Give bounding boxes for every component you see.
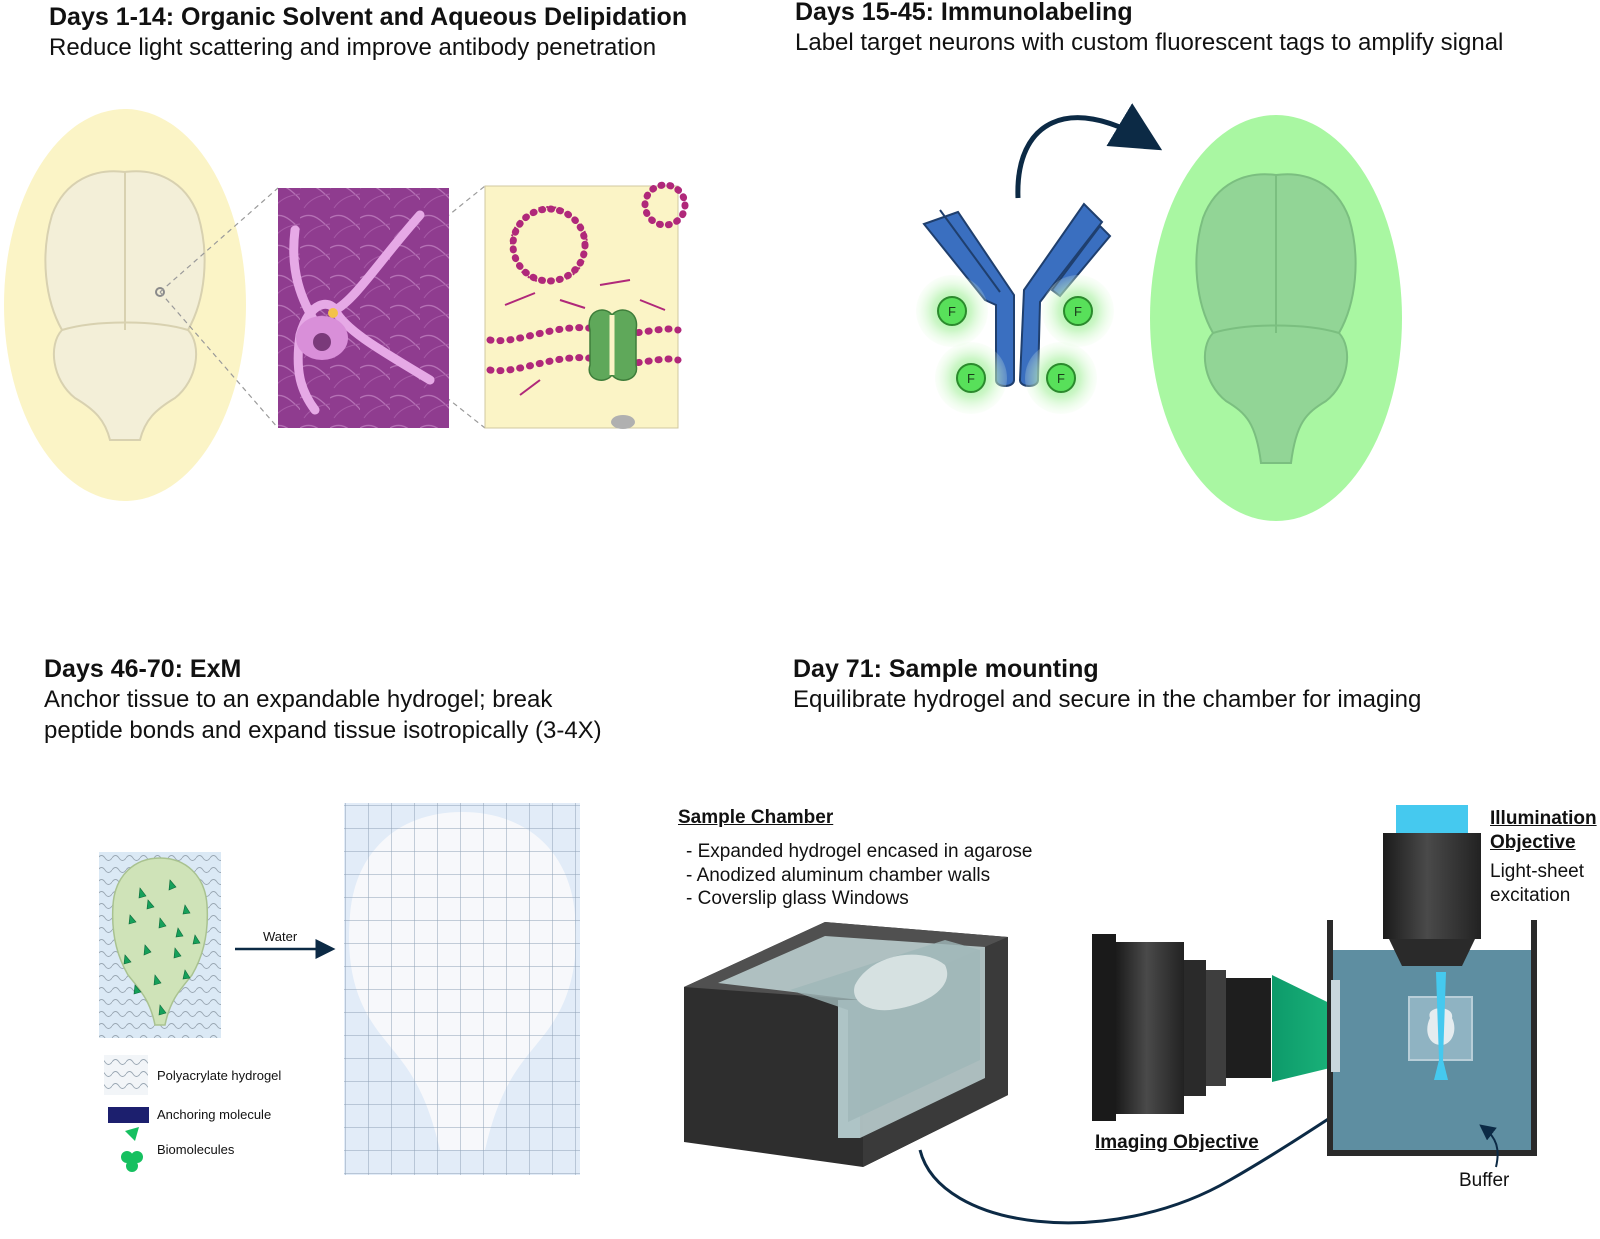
sample-chamber-item: Coverslip glass Windows [686,887,1032,911]
fluor-label-2: F [1074,304,1082,319]
expanded-brain-grid [344,803,580,1175]
illumination-desc-line-1: Light-sheet [1490,860,1584,884]
illumination-objective [1383,805,1481,966]
labeling-arrow [1018,118,1145,198]
imaging-objective [1092,934,1271,1121]
legend-label-hydrogel: Polyacrylate hydrogel [157,1068,281,1083]
hydrogel-brain-small [99,852,221,1038]
biomolecule-icon [121,1127,143,1172]
water-label: Water [263,929,297,944]
anchor-bar-icon [108,1107,149,1123]
buffer-label: Buffer [1459,1169,1509,1193]
sample-chamber-heading: Sample Chamber [678,807,833,829]
legend-label-biomolecules: Biomolecules [157,1142,234,1157]
sample-chamber-item: Expanded hydrogel encased in agarose [686,840,1032,864]
fluor-label-4: F [1057,371,1065,386]
illumination-heading-line-2: Objective [1490,832,1576,854]
hydrogel-swatch-icon [104,1055,148,1095]
illumination-desc-line-2: excitation [1490,884,1570,908]
sample-chamber-list: Expanded hydrogel encased in agarose Ano… [686,840,1032,911]
fluor-label-1: F [948,304,956,319]
neuron-panel [278,188,449,428]
lipid-panel [485,185,685,429]
imaging-objective-label: Imaging Objective [1095,1132,1259,1154]
sample-chamber-item: Anodized aluminum chamber walls [686,864,1032,888]
illumination-heading-line-1: Illumination [1490,808,1597,830]
sample-chamber-box [684,922,1008,1167]
legend-label-anchoring: Anchoring molecule [157,1107,271,1122]
legend-swatches [104,1055,149,1172]
fluor-label-3: F [967,371,975,386]
